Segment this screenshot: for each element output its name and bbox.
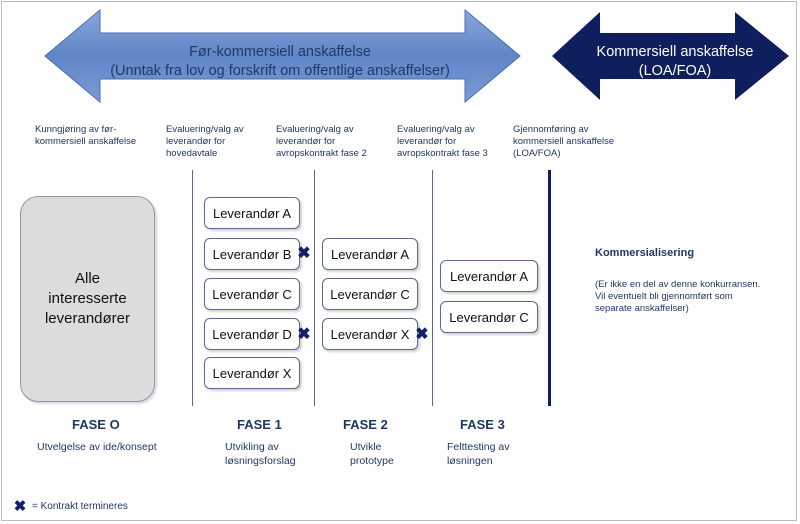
phase-3-description: Felttesting av løsningen (447, 441, 510, 467)
phase-divider-3 (432, 170, 433, 406)
commercial-title: Kommersiell anskaffelse (596, 44, 754, 60)
commercialization-note: (Er ikke en del av denne konkurransen. V… (595, 279, 761, 314)
legend-text: = Kontrakt termineres (32, 500, 128, 512)
step-description-main-agreement: Evaluering/valg av leverandør for hoveda… (166, 124, 244, 159)
terminated-x-icon: ✖ (415, 326, 429, 343)
step-description-commercial: Gjennomføring av kommersiell anskaffelse… (513, 124, 615, 159)
phase-2-description: Utvikle prototype (350, 441, 394, 467)
legend: ✖ = Kontrakt termineres (12, 497, 128, 515)
phase1-supplier-c: Leverandør C (204, 278, 300, 310)
phase-1-description: Utvikling av løsningsforslag (225, 441, 296, 467)
phase1-supplier-x: Leverandør X (204, 357, 300, 389)
phase1-supplier-b: Leverandør B (204, 238, 300, 270)
phase2-supplier-x: Leverandør X (322, 318, 418, 350)
step-description-phase3-contract: Evaluering/valg av leverandør for avrops… (397, 124, 488, 159)
phase1-supplier-d: Leverandør D (204, 318, 300, 350)
phase-0-title: FASE O (72, 417, 120, 432)
terminated-x-icon: ✖ (297, 326, 311, 343)
phase-0-description: Utvelgelse av ide/konsept (37, 441, 157, 453)
step-description-announcement: Kunngjøring av før- kommersiell anskaffe… (35, 124, 137, 147)
phase3-supplier-a: Leverandør A (440, 260, 538, 292)
all-suppliers-box: Alle interesserte leverandører (20, 196, 155, 402)
commercialization-title: Kommersialisering (595, 247, 695, 259)
phase-2-title: FASE 2 (343, 417, 388, 432)
commercial-divider (548, 170, 551, 406)
phase-1-title: FASE 1 (237, 417, 282, 432)
phase2-supplier-a: Leverandør A (322, 238, 418, 270)
phase-3-title: FASE 3 (460, 417, 505, 432)
commercial-subtitle: (LOA/FOA) (638, 63, 712, 79)
phase-divider-1 (192, 170, 193, 406)
precommercial-title: Før-kommersiell anskaffelse (189, 44, 371, 60)
terminated-x-icon: ✖ (297, 245, 311, 262)
terminated-x-icon: ✖ (13, 498, 27, 515)
phase1-supplier-a: Leverandør A (204, 197, 300, 229)
phase2-supplier-c: Leverandør C (322, 278, 418, 310)
commercial-arrow-label: Kommersiell anskaffelse (LOA/FOA) (575, 43, 775, 81)
precommercial-arrow-label: Før-kommersiell anskaffelse (Unntak fra … (95, 43, 465, 81)
commercial-arrow (552, 12, 789, 100)
phase-divider-2 (314, 170, 315, 406)
precommercial-subtitle: (Unntak fra lov og forskrift om offentli… (110, 63, 450, 79)
step-description-phase2-contract: Evaluering/valg av leverandør for avrops… (276, 124, 367, 159)
phase3-supplier-c: Leverandør C (440, 301, 538, 333)
precommercial-arrow (44, 8, 521, 104)
